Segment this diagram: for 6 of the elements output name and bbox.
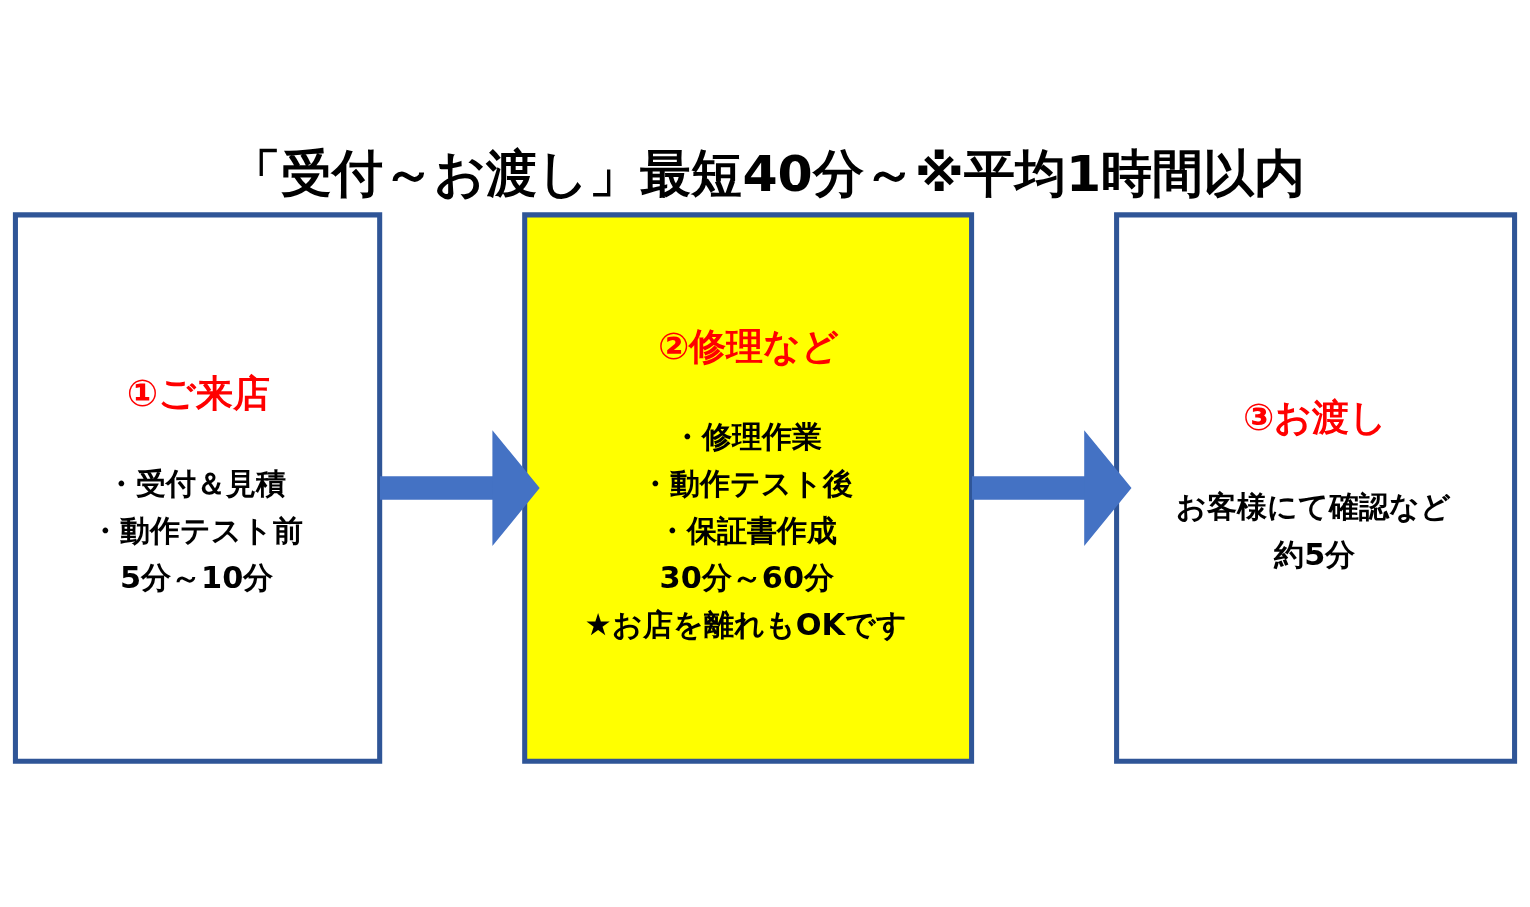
arrow — [379, 430, 540, 546]
node-box: ①ご来店 ・受付＆見積 ・動作テスト前 5分～10分 — [12, 212, 383, 764]
node-box: ③お渡し お客様にて確認など 約5分 — [1114, 212, 1518, 764]
node-box: ②修理など ・修理作業 ・動作テスト後 ・保証書作成 30分～60分 ★お店を離れもOKです — [522, 212, 975, 764]
arrow — [971, 430, 1132, 546]
diagram-title: 「受付～お渡し」最短40分～※平均1時間以内 — [230, 144, 1306, 204]
